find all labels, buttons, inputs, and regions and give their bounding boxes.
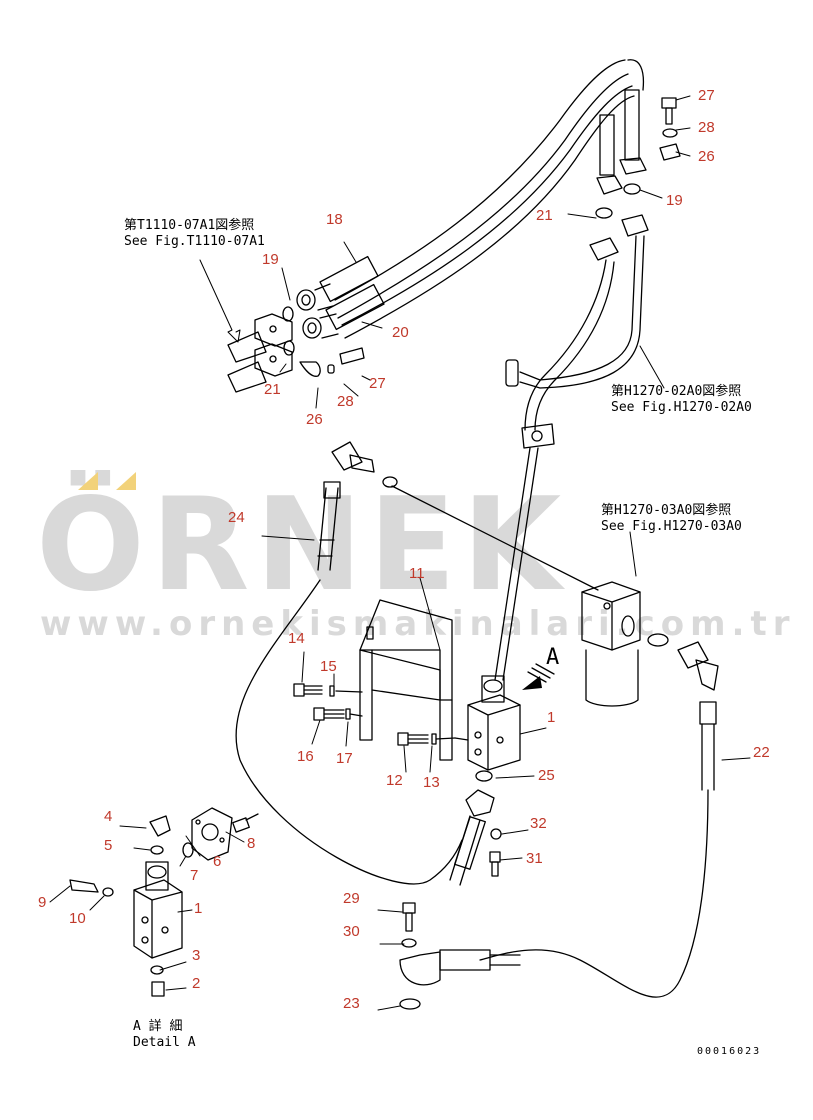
part-label: 29 — [343, 890, 360, 907]
bolts-left — [293, 683, 456, 746]
part-label: 2 — [192, 975, 201, 992]
part-label: 32 — [530, 815, 547, 832]
arrow-A — [522, 676, 542, 690]
part-label: 27 — [369, 375, 386, 392]
part-label: 16 — [297, 748, 314, 765]
part-label: 18 — [326, 211, 343, 228]
line-filter — [581, 581, 669, 707]
arrow-A-stripes — [527, 663, 555, 683]
top-right-hose-ends — [595, 89, 681, 219]
part-label: 11 — [409, 565, 425, 582]
part-label: 3 — [192, 947, 201, 964]
drawing-number: 00016023 — [697, 1046, 762, 1057]
watermark-text: ÖRNEK — [36, 471, 568, 620]
part-label: 21 — [536, 207, 553, 224]
watermark-url: www.ornekismakinalari.com.tr — [40, 604, 796, 644]
part-label: 19 — [666, 192, 683, 209]
part-label: 1 — [547, 709, 556, 726]
part-label: 4 — [104, 808, 113, 825]
part-label: 12 — [386, 772, 403, 789]
reference-h1270-03-jp: 第H1270-03A0図参照 — [601, 503, 732, 518]
detail-a-title-jp: A 詳 細 — [133, 1019, 183, 1034]
bottom-fitting — [399, 902, 521, 1010]
part-label: 27 — [698, 87, 715, 104]
hose-24 — [235, 481, 463, 885]
part-label: 9 — [38, 894, 47, 911]
part-label: 30 — [343, 923, 360, 940]
part-label: 24 — [228, 509, 245, 526]
part-label: 28 — [698, 119, 715, 136]
part-label: 14 — [288, 630, 305, 647]
watermark-accent — [78, 472, 136, 490]
part-label: 8 — [247, 835, 256, 852]
part-label: 26 — [698, 148, 715, 165]
part-label: 13 — [423, 774, 440, 791]
part-label: 23 — [343, 995, 360, 1012]
left-port-blocks — [227, 306, 365, 393]
leader-lines — [49, 95, 751, 1011]
part-label: 25 — [538, 767, 555, 784]
steel-pipes — [494, 214, 649, 681]
reference-h1270-02-en: See Fig.H1270-02A0 — [611, 400, 752, 415]
part-label: 26 — [306, 411, 323, 428]
lower-hose-assembly — [449, 789, 502, 886]
part-label: 7 — [190, 867, 199, 884]
elbow-fitting-top — [331, 441, 599, 591]
valve-1-main — [454, 675, 521, 782]
part-label: 15 — [320, 658, 337, 675]
part-label: 10 — [69, 910, 86, 927]
hose-22 — [479, 701, 717, 998]
detail-a-title-en: Detail A — [133, 1035, 196, 1050]
part-label: 21 — [264, 381, 281, 398]
bracket-11 — [359, 599, 453, 761]
reference-t1110-en: See Fig.T1110-07A1 — [124, 234, 265, 249]
elbow-fitting-right — [677, 641, 719, 691]
part-label: 22 — [753, 744, 770, 761]
part-label: 20 — [392, 324, 409, 341]
part-label: 28 — [337, 393, 354, 410]
view-letter-a: A — [546, 645, 560, 670]
hose-18-20-assembly — [296, 59, 645, 339]
part-label: 5 — [104, 837, 113, 854]
detail-a-valve — [69, 807, 259, 997]
part-label: 6 — [213, 853, 222, 870]
reference-h1270-02-jp: 第H1270-02A0図参照 — [611, 384, 742, 399]
reference-t1110-jp: 第T1110-07A1図参照 — [124, 218, 255, 233]
part-label: 17 — [336, 750, 353, 767]
part-label: 1 — [194, 900, 203, 917]
part-label: 19 — [262, 251, 279, 268]
reference-h1270-03-en: See Fig.H1270-03A0 — [601, 519, 742, 534]
part-label: 31 — [526, 850, 543, 867]
